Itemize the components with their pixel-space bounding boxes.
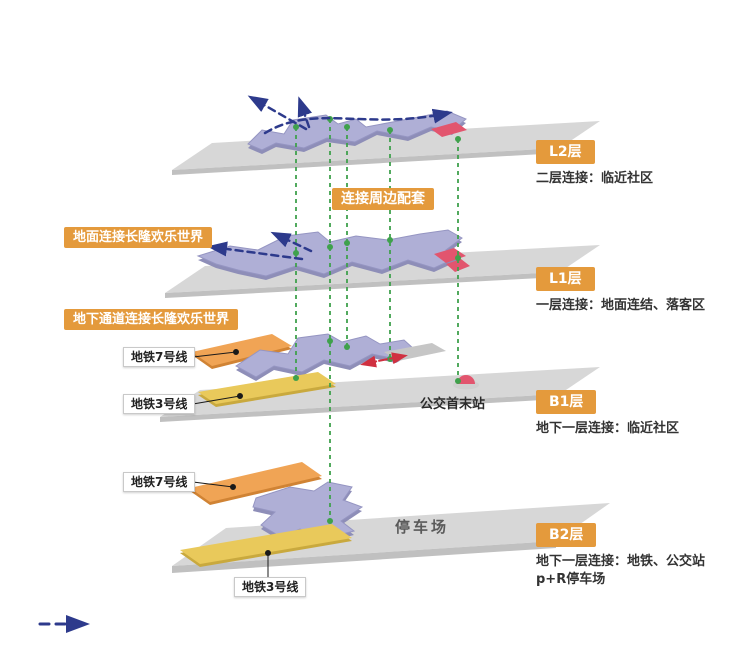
bus-terminal-label: 公交首末站 [420,397,486,412]
metro3-strip-b1 [198,372,336,407]
metro-line3-tag-b1: 地铁3号线 [123,394,196,414]
level-desc-b1: 地下一层连接：临近社区 [536,421,680,436]
level-desc-b2: 地下一层连接：地铁、公交站 p+R停车场 [536,553,705,589]
level-plate-b1 [160,367,600,422]
level-badge-l2: L2层 [536,140,595,164]
vertical-links [295,119,459,521]
leader-lines [192,349,271,577]
level-badge-b2: B2层 [536,523,597,547]
level-desc-l1: 一层连接：地面连结、落客区 [536,298,706,313]
level-desc-b2-line2: p+R停车场 [536,572,606,587]
pink-block-l1-b [446,259,470,272]
metro-line7-tag-b2: 地铁7号线 [123,472,196,492]
level-desc-b2-line1: 地下一层连接：地铁、公交站 [536,554,706,569]
metro7-strip-b1 [192,334,292,369]
level-desc-l2: 二层连接：临近社区 [536,171,654,186]
vertical-link-nodes [293,116,461,524]
flow-arrows-l2 [247,95,453,135]
pink-block-l2 [431,122,467,137]
callout-underground-connection: 地下通道连接长隆欢乐世界 [64,309,239,330]
flow-arrows-l1 [207,231,313,261]
metro-line7-tag-b1: 地铁7号线 [123,347,196,367]
callout-surrounding-facilities: 连接周边配套 [332,188,434,210]
metro3-strip-b2 [180,524,352,567]
level-badge-b1: B1层 [536,390,597,414]
callout-ground-connection: 地面连接长隆欢乐世界 [64,227,213,248]
level-badge-l1: L1层 [536,267,595,291]
metro-line3-tag-b2: 地铁3号线 [234,577,307,597]
metro7-strip-b2 [190,462,322,505]
level-plate-l2 [172,121,600,175]
flow-arrows-b1-red [360,352,408,368]
parking-label: 停车场 [395,518,450,536]
